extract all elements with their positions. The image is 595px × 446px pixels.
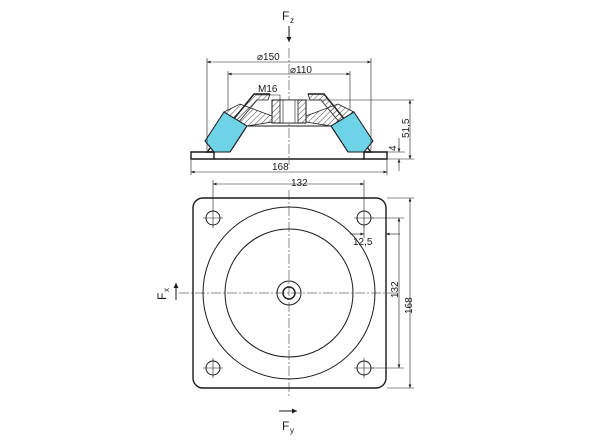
dim-base-width-side: 168 [272, 162, 289, 173]
dim-corner-offset: 12,5 [353, 237, 373, 248]
force-fy-label: F [282, 419, 289, 433]
base-plate-left [190, 151, 215, 160]
inner-cavity [229, 125, 349, 153]
dim-hole-spacing-top: 132 [291, 178, 308, 189]
dim-inner-diameter: ⌀110 [290, 65, 312, 76]
plan-top-dimension: 132 [212, 178, 365, 208]
force-fy: F y [279, 408, 297, 435]
dim-hole-spacing-side: 132 [390, 281, 401, 298]
dim-outer-diameter: ⌀150 [257, 52, 280, 63]
dim-thread: M16 [258, 84, 278, 95]
force-fz-subscript: z [290, 16, 294, 25]
dim-base-thickness: 4 [388, 145, 399, 151]
dim-base-width-plan: 168 [404, 297, 415, 314]
dim-height: 51,5 [401, 118, 412, 138]
force-fz: F z [282, 9, 294, 42]
force-fx: F x [155, 283, 179, 300]
section-view [190, 48, 388, 165]
hole-crossmarks [203, 208, 374, 378]
force-fx-subscript: x [162, 288, 171, 292]
base-plate-right [363, 151, 388, 160]
plan-view [179, 190, 399, 396]
force-fz-label: F [282, 9, 289, 23]
force-fy-subscript: y [290, 426, 294, 435]
plan-side-dimensions: 12,5 132 168 [350, 197, 415, 389]
force-fx-label: F [155, 293, 169, 300]
section-dimensions: ⌀150 ⌀110 M16 51,5 4 168 [190, 52, 414, 175]
thread-bore [279, 99, 299, 124]
